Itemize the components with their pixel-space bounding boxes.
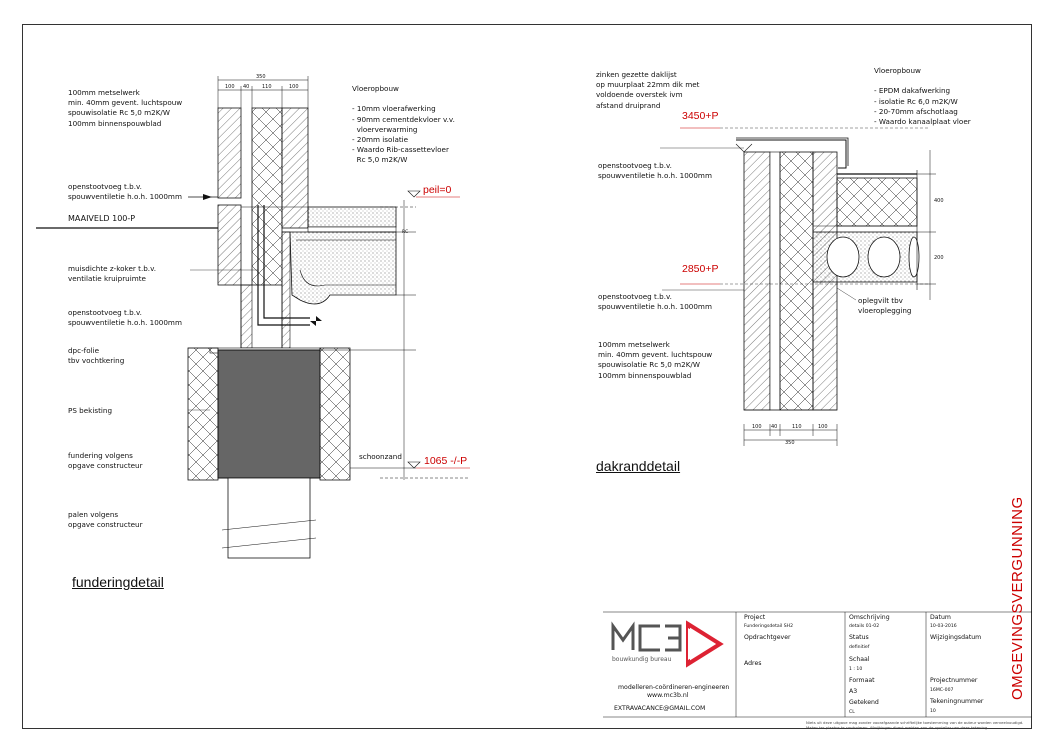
- dak-top-note: zinken gezette daklijst op muurplaat 22m…: [596, 70, 700, 110]
- tb-getekend-h: Getekend: [849, 699, 879, 706]
- website: www.mc3b.nl: [647, 692, 689, 699]
- note-fundering: fundering volgens opgave constructeur: [68, 451, 143, 471]
- logo-sub: bouwkundig bureau: [612, 656, 672, 663]
- title-block-lines: [603, 611, 1032, 718]
- tb-projectnr-v: 16MC-007: [930, 688, 954, 693]
- dak-wall: 100mm metselwerk min. 40mm gevent. lucht…: [598, 340, 713, 380]
- level-peil: peil=0: [423, 184, 452, 196]
- tb-project-v: Funderingsdetail SH2: [744, 624, 794, 629]
- dakrand-title: dakranddetail: [596, 458, 681, 474]
- tb-adres: Adres: [744, 660, 762, 667]
- rc-label: RC: [402, 230, 409, 235]
- level-2850: 2850+P: [682, 263, 719, 275]
- email: EXTRAVACANCE@GMAIL.COM: [614, 705, 706, 712]
- tb-schaal-h: Schaal: [849, 656, 870, 663]
- tb-status-h: Status: [849, 634, 869, 641]
- dak-oplegvilt: oplegvilt tbv vloeroplegging: [858, 296, 912, 316]
- dak-dim-total: 350: [785, 440, 795, 446]
- level-bottom: 1065 -/-P: [424, 455, 468, 467]
- dim-1: 100: [225, 84, 235, 90]
- dim-total: 350: [256, 74, 266, 80]
- tb-omschrijving-v: details 01-02: [849, 624, 880, 629]
- dak-dim-3: 110: [792, 424, 802, 430]
- dakrand-drawing: [660, 127, 936, 446]
- tb-omschrijving-h: Omschrijving: [849, 614, 890, 621]
- level-3450: 3450+P: [682, 110, 719, 122]
- fundering-drawing: [36, 76, 470, 559]
- dim-2: 40: [243, 84, 250, 90]
- note-zkoker: muisdichte z-koker t.b.v. ventilatie kru…: [68, 264, 157, 284]
- tb-status-v: definitief: [849, 645, 870, 650]
- dak-dim-4: 100: [818, 424, 828, 430]
- note-ps: PS bekisting: [68, 406, 113, 415]
- note-maaiveld: MAAIVELD 100-P: [68, 214, 136, 223]
- note-palen: palen volgens opgave constructeur: [68, 510, 143, 530]
- tb-projectnr-h: Projectnummer: [930, 677, 978, 684]
- dak-dim-v2: 200: [934, 255, 944, 261]
- tb-project-h: Project: [744, 614, 766, 621]
- dak-dim-1: 100: [752, 424, 762, 430]
- disclaimer: Niets uit deze uitgave mag zonder vooraf…: [806, 720, 1024, 730]
- dak-open1: openstootvoeg t.b.v. spouwventiletie h.o…: [598, 161, 712, 181]
- tb-formaat-v: A3: [849, 688, 858, 695]
- dak-vloer-note: Vloeropbouw - EPDM dakafwerking - isolat…: [874, 66, 971, 127]
- fundering-title: funderingdetail: [72, 574, 164, 590]
- schoonzand: schoonzand: [359, 452, 402, 461]
- tb-tekeningnr-v: 10: [930, 709, 936, 714]
- vloer-note-fund: Vloeropbouw - 10mm vloerafwerking - 90mm…: [352, 84, 455, 165]
- dak-open2: openstootvoeg t.b.v. spouwventiletie h.o…: [598, 292, 712, 312]
- tb-datum-h: Datum: [930, 614, 951, 621]
- dak-dim-2: 40: [771, 424, 778, 430]
- company-line: modelleren-coördineren-engineeren: [618, 684, 730, 691]
- note-dpc: dpc-folie tbv vochtkering: [68, 346, 125, 366]
- dim-4: 100: [289, 84, 299, 90]
- tb-getekend-v: CL: [849, 710, 855, 715]
- stamp-omgevingsvergunning: OMGEVINGSVERGUNNING: [1009, 496, 1026, 700]
- tb-schaal-v: 1 : 10: [849, 667, 863, 672]
- dim-3: 110: [262, 84, 272, 90]
- tb-wijziging: Wijzigingsdatum: [930, 634, 982, 641]
- tb-formaat-h: Formaat: [849, 677, 875, 684]
- tb-opdrachtgever: Opdrachtgever: [744, 634, 791, 641]
- note-wall: 100mm metselwerk min. 40mm gevent. lucht…: [68, 88, 183, 128]
- tb-datum-v: 10-03-2016: [930, 624, 957, 629]
- note-open1: openstootvoeg t.b.v. spouwventiletie h.o…: [68, 182, 182, 202]
- dak-dim-v1: 400: [934, 198, 944, 204]
- tb-tekeningnr-h: Tekeningnummer: [930, 698, 984, 705]
- sheet-frame: [22, 24, 1032, 729]
- note-open2: openstootvoeg t.b.v. spouwventiletie h.o…: [68, 308, 182, 328]
